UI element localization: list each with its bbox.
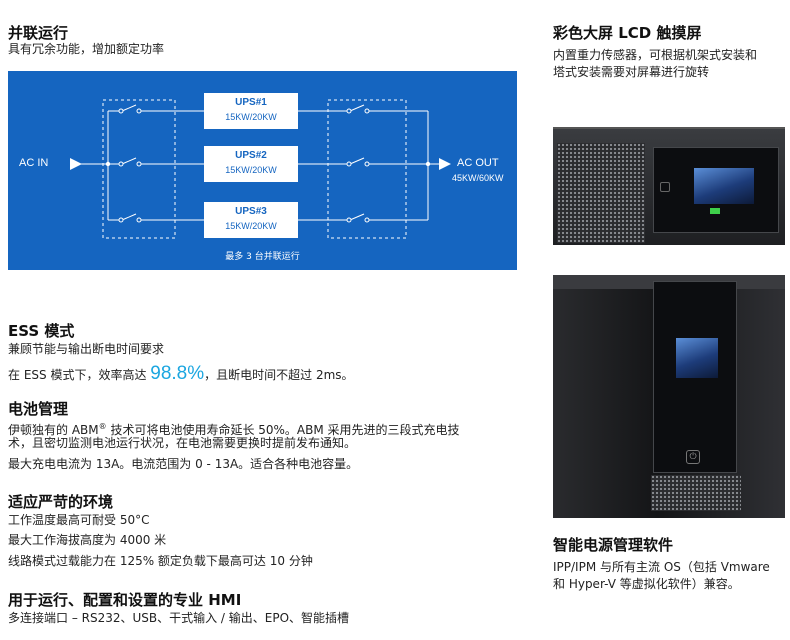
ac-out-label: AC OUT <box>457 157 499 169</box>
tower-lcd <box>676 338 718 378</box>
env-line-1: 工作温度最高可耐受 50°C <box>8 513 150 527</box>
rack-display-panel <box>653 147 779 233</box>
rack-status-led <box>710 208 720 214</box>
lcd-title: 彩色大屏 LCD 触摸屏 <box>553 24 702 42</box>
software-line-2: 和 Hyper-V 等虚拟化软件）兼容。 <box>553 577 740 591</box>
ups-2-name: UPS#2 <box>235 150 267 161</box>
diagram-caption: 最多 3 台并联运行 <box>225 252 300 262</box>
lcd-line-2: 塔式安装需要对屏幕进行旋转 <box>553 65 710 79</box>
ac-in-label: AC IN <box>19 157 49 169</box>
parallel-diagram: AC IN AC OUT 45KW/60KW UPS#1 15KW/20KW U… <box>8 71 517 270</box>
ups-3-name: UPS#3 <box>235 206 267 217</box>
ups-2-rating: 15KW/20KW <box>225 165 277 175</box>
ess-line-2-prefix: 在 ESS 模式下，效率高达 <box>8 368 151 382</box>
software-title: 智能电源管理软件 <box>553 536 674 554</box>
battery-title: 电池管理 <box>8 400 69 418</box>
ups-1-rating: 15KW/20KW <box>225 112 277 122</box>
battery-line-2: 术，且密切监测电池运行状况，在电池需要更换时提前发布通知。 <box>8 436 357 450</box>
rack-ups-image <box>553 127 785 245</box>
ess-line-1: 兼顾节能与输出断电时间要求 <box>8 342 165 356</box>
rack-grille <box>557 143 645 243</box>
env-line-2: 最大工作海拔高度为 4000 米 <box>8 533 167 547</box>
tower-display-panel: ⏻ <box>653 281 737 473</box>
hmi-line-1: 多连接端口 – RS232、USB、干式输入 / 输出、EPO、智能插槽 <box>8 611 350 625</box>
ess-line-2: 在 ESS 模式下，效率高达 98.8%，且断电时间不超过 2ms。 <box>8 364 354 385</box>
ac-out-rating: 45KW/60KW <box>452 173 504 183</box>
battery-line-1: 伊顿独有的 ABM® 技术可将电池使用寿命延长 50%。ABM 采用先进的三段式… <box>8 417 460 440</box>
ess-line-2-suffix: ，且断电时间不超过 2ms。 <box>204 368 354 382</box>
software-line-1: IPP/IPM 与所有主流 OS（包括 Vmware <box>553 560 770 574</box>
ups-3-rating: 15KW/20KW <box>225 221 277 231</box>
rack-power-icon <box>660 182 670 192</box>
parallel-title: 并联运行 <box>8 24 69 42</box>
parallel-diagram-svg <box>70 93 451 239</box>
env-line-3: 线路模式过载能力在 125% 额定负载下最高可达 10 分钟 <box>8 554 313 568</box>
hmi-title: 用于运行、配置和设置的专业 HMI <box>8 591 242 609</box>
ess-efficiency: 98.8% <box>150 363 205 384</box>
battery-line-1-prefix: 伊顿独有的 ABM <box>8 423 99 437</box>
registered-mark: ® <box>98 422 107 431</box>
env-title: 适应严苛的环境 <box>8 493 114 511</box>
battery-line-3: 最大充电电流为 13A。电流范围为 0 - 13A。适合各种电池容量。 <box>8 457 359 471</box>
rack-lcd <box>694 168 754 204</box>
ess-title: ESS 模式 <box>8 322 75 340</box>
tower-ups-image: ⏻ <box>553 275 785 518</box>
ups-1-name: UPS#1 <box>235 97 267 108</box>
tower-power-icon: ⏻ <box>686 450 700 464</box>
parallel-subtitle: 具有冗余功能，增加额定功率 <box>8 42 165 56</box>
lcd-line-1: 内置重力传感器，可根据机架式安装和 <box>553 48 758 62</box>
tower-grille <box>651 475 741 511</box>
battery-line-1-suffix: 技术可将电池使用寿命延长 50%。ABM 采用先进的三段式充电技 <box>106 423 460 437</box>
